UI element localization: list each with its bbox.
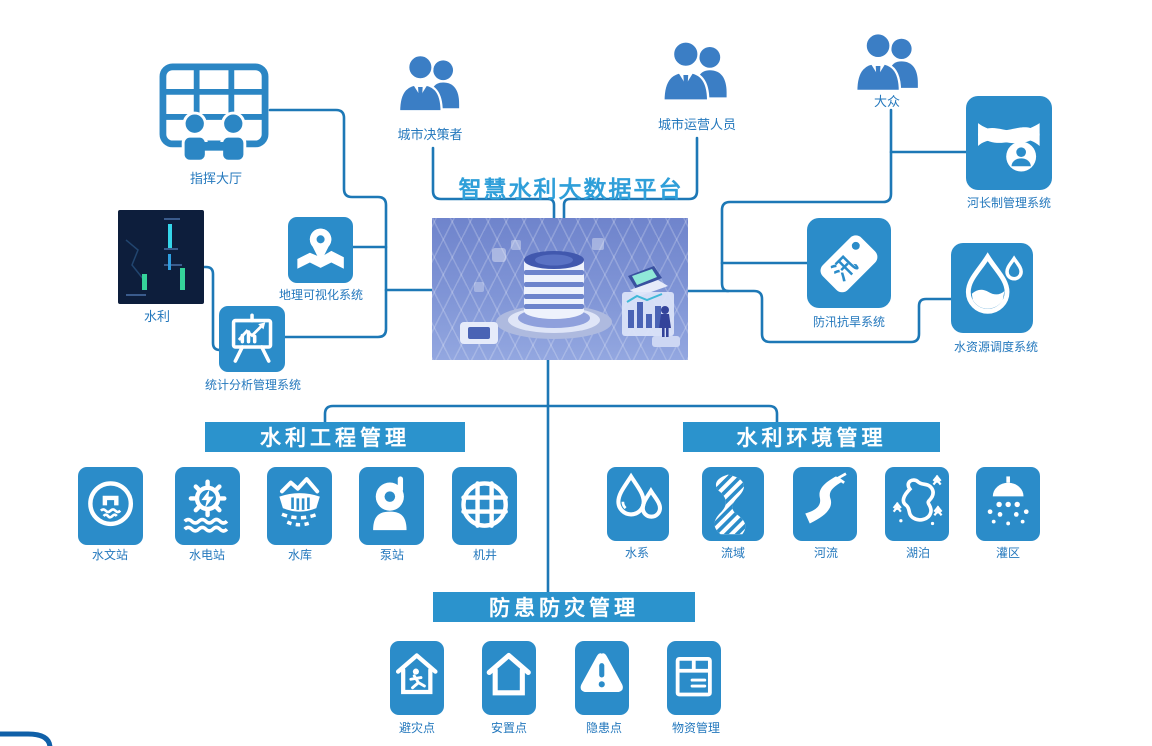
irrigation-icon (987, 476, 1029, 526)
tile-lake (885, 467, 949, 541)
item-label-river: 河流 (813, 546, 839, 560)
item-label-water-system: 水系 (624, 546, 650, 560)
shelter-house-icon (486, 653, 532, 696)
chip-icon (460, 322, 498, 344)
tile-pump-station (359, 467, 424, 545)
item-label-reservoir: 水库 (287, 548, 313, 562)
item-label-pump: 泵站 (379, 548, 405, 562)
river-chief-tile (966, 96, 1052, 190)
item-label-lake: 湖泊 (905, 546, 931, 560)
geo-visualization-tile (288, 217, 353, 283)
public-people-icon (850, 30, 928, 102)
item-label-hydropower: 水电站 (188, 548, 226, 562)
platform-title: 智慧水利大数据平台 (458, 176, 684, 202)
section-bar-disaster: 防患防灾管理 (433, 592, 695, 622)
pump-station-icon (373, 476, 407, 530)
corner-decoration (0, 731, 53, 746)
item-label-hazard: 隐患点 (585, 721, 623, 735)
tile-refuge-point (390, 641, 444, 715)
statistics-label: 统计分析管理系统 (204, 378, 302, 392)
reservoir-icon (279, 476, 320, 527)
water-drops-icon (616, 473, 662, 520)
flood-control-tile: 汛 (807, 218, 891, 308)
water-dashboard-label: 水利 (143, 309, 171, 324)
tile-hydropower-station (175, 467, 240, 545)
tile-hazard-point (575, 641, 629, 715)
warning-triangle-icon (580, 653, 624, 693)
item-label-basin: 流域 (720, 546, 746, 560)
water-dispatch-label: 水资源调度系统 (953, 340, 1039, 354)
hydropower-icon (183, 479, 229, 533)
flood-tag-icon: 汛 (820, 235, 878, 293)
person-figure-icon (652, 306, 680, 347)
river-chief-label: 河长制管理系统 (966, 196, 1052, 210)
item-label-supplies: 物资管理 (671, 721, 721, 735)
machine-well-icon (461, 480, 508, 528)
river-icon (805, 472, 847, 524)
supply-box-icon (675, 657, 713, 697)
tile-basin (702, 467, 764, 541)
operator-label: 城市运营人员 (657, 117, 737, 132)
item-label-well: 机井 (472, 548, 498, 562)
flood-control-label: 防汛抗旱系统 (812, 315, 886, 329)
item-label-hydrology: 水文站 (91, 548, 129, 562)
statistics-tile (219, 306, 285, 372)
tile-hydrology-station (78, 467, 143, 545)
tile-water-system (607, 467, 669, 541)
command-hall-label: 指挥大厅 (189, 171, 243, 186)
tile-irrigation (976, 467, 1040, 541)
tile-reservoir (267, 467, 332, 545)
refuge-house-icon (396, 653, 438, 695)
laptop-icon (628, 266, 668, 296)
water-drop-icon (965, 252, 1023, 315)
tile-supplies-management (667, 641, 721, 715)
tile-river (793, 467, 857, 541)
operator-people-icon (657, 38, 737, 112)
tile-resettlement-point (482, 641, 536, 715)
lake-icon (892, 475, 943, 526)
geo-visualization-label: 地理可视化系统 (278, 288, 364, 302)
chart-board-icon (231, 313, 273, 363)
item-label-resettlement: 安置点 (490, 721, 528, 735)
section-bar-environment: 水利环境管理 (683, 422, 940, 452)
basin-icon (714, 475, 746, 535)
decision-maker-people-icon (393, 52, 469, 122)
river-person-icon (978, 122, 1040, 172)
map-pin-icon (297, 228, 344, 269)
water-dispatch-tile (951, 243, 1033, 333)
decision-maker-label: 城市决策者 (397, 127, 463, 142)
item-label-irrigation: 灌区 (995, 546, 1021, 560)
connector-sections-bracket (323, 404, 779, 424)
water-dashboard-screenshot (118, 210, 204, 304)
command-hall-icon (158, 62, 270, 168)
item-label-refuge: 避灾点 (398, 721, 436, 735)
platform-illustration (432, 218, 688, 360)
public-label: 大众 (873, 94, 901, 109)
hydrology-station-icon (88, 480, 133, 526)
section-bar-engineering: 水利工程管理 (205, 422, 465, 452)
tile-machine-well (452, 467, 517, 545)
